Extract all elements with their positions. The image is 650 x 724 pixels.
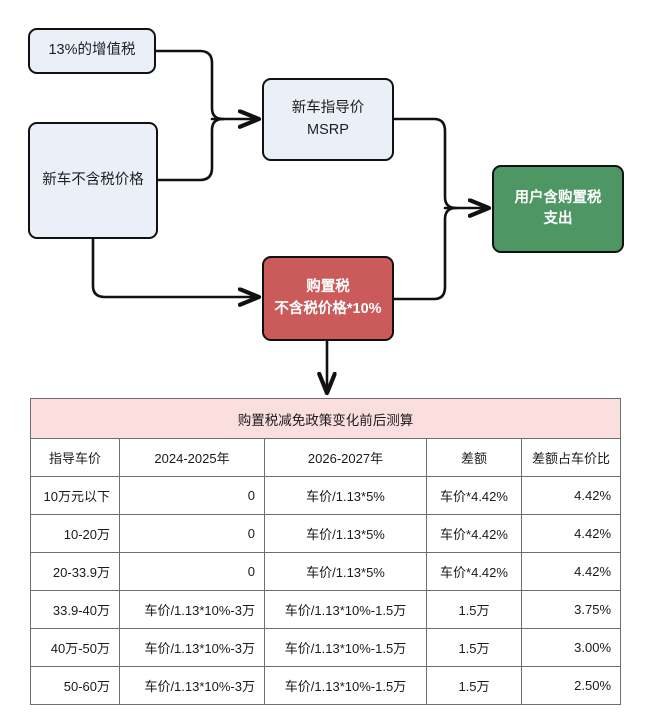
table-cell: 车价/1.13*10%-3万 (119, 590, 265, 629)
node-vat-text: 13%的增值税 (48, 42, 136, 59)
table-cell: 1.5万 (426, 666, 522, 705)
table-row: 20-33.9万 0 车价/1.13*5% 车价*4.42% 4.42% (30, 552, 622, 591)
node-msrp-text: 新车指导价 MSRP (291, 100, 365, 138)
table-cell: 车价/1.13*5% (264, 552, 427, 591)
connector-vat-to-msrp (154, 49, 225, 121)
table-cell: 40万-50万 (30, 628, 120, 667)
table-row: 50-60万 车价/1.13*10%-3万 车价/1.13*10%-1.5万 1… (30, 666, 622, 705)
table-cell: 3.00% (520, 628, 622, 667)
table-body: 10万元以下 0 车价/1.13*5% 车价*4.42% 4.42% 10-20… (30, 476, 622, 705)
table-cell: 1.5万 (426, 628, 522, 667)
table-cell: 4.42% (520, 476, 622, 515)
table-header-cell: 差额占车价比 (520, 438, 622, 477)
table-cell: 10-20万 (30, 514, 120, 553)
connector-msrp-to-outlay (392, 117, 458, 210)
node-purchase-tax[interactable]: 购置税 不含税价格*10% (262, 256, 394, 341)
table-header-cell: 2026-2027年 (264, 438, 427, 477)
connector-netprice-to-purchase (91, 237, 258, 297)
node-netprice-text: 新车不含税价格 (42, 171, 144, 188)
table-cell: 0 (119, 552, 265, 591)
table-row: 10万元以下 0 车价/1.13*5% 车价*4.42% 4.42% (30, 476, 622, 515)
table-row: 40万-50万 车价/1.13*10%-3万 车价/1.13*10%-1.5万 … (30, 628, 622, 667)
table-cell: 车价*4.42% (426, 476, 522, 515)
table-cell: 33.9-40万 (30, 590, 120, 629)
node-user-purchase-tax-outlay[interactable]: 用户含购置税 支出 (492, 165, 624, 253)
node-purchase-tax-text: 购置税 不含税价格*10% (274, 279, 382, 317)
node-value-added-tax[interactable]: 13%的增值税 (28, 28, 156, 74)
table-row: 10-20万 0 车价/1.13*5% 车价*4.42% 4.42% (30, 514, 622, 553)
table-cell: 0 (119, 514, 265, 553)
node-msrp[interactable]: 新车指导价 MSRP (262, 78, 394, 161)
table-header-row: 指导车价 2024-2025年 2026-2027年 差额 差额占车价比 (30, 438, 622, 477)
node-outlay-text: 用户含购置税 支出 (514, 189, 602, 227)
table-cell: 车价*4.42% (426, 514, 522, 553)
table-header-cell: 2024-2025年 (119, 438, 265, 477)
purchase-tax-calculation-table: 购置税减免政策变化前后测算 指导车价 2024-2025年 2026-2027年… (29, 398, 622, 705)
table-header-cell: 指导车价 (30, 438, 120, 477)
table-cell: 2.50% (520, 666, 622, 705)
flowchart-connectors (91, 49, 650, 400)
table-cell: 1.5万 (426, 590, 522, 629)
node-new-car-pretax-price[interactable]: 新车不含税价格 (28, 122, 158, 239)
table-cell: 10万元以下 (30, 476, 120, 515)
table-cell: 车价/1.13*10%-1.5万 (264, 590, 427, 629)
connector-purchase-to-outlay (392, 206, 458, 301)
table-row: 33.9-40万 车价/1.13*10%-3万 车价/1.13*10%-1.5万… (30, 590, 622, 629)
table-cell: 4.42% (520, 552, 622, 591)
table-cell: 车价/1.13*5% (264, 514, 427, 553)
table-cell: 0 (119, 476, 265, 515)
table-title: 购置税减免政策变化前后测算 (29, 398, 622, 439)
table-cell: 车价/1.13*5% (264, 476, 427, 515)
table-cell: 车价/1.13*10%-1.5万 (264, 628, 427, 667)
connector-netprice-to-msrp (156, 117, 225, 182)
table-cell: 车价/1.13*10%-3万 (119, 666, 265, 705)
table-cell: 车价/1.13*10%-3万 (119, 628, 265, 667)
table-cell: 20-33.9万 (30, 552, 120, 591)
table-cell: 4.42% (520, 514, 622, 553)
table-cell: 车价/1.13*10%-1.5万 (264, 666, 427, 705)
table-title-row: 购置税减免政策变化前后测算 (29, 398, 622, 439)
table-header-cell: 差额 (426, 438, 522, 477)
table-cell: 3.75% (520, 590, 622, 629)
table-cell: 车价*4.42% (426, 552, 522, 591)
table-cell: 50-60万 (30, 666, 120, 705)
